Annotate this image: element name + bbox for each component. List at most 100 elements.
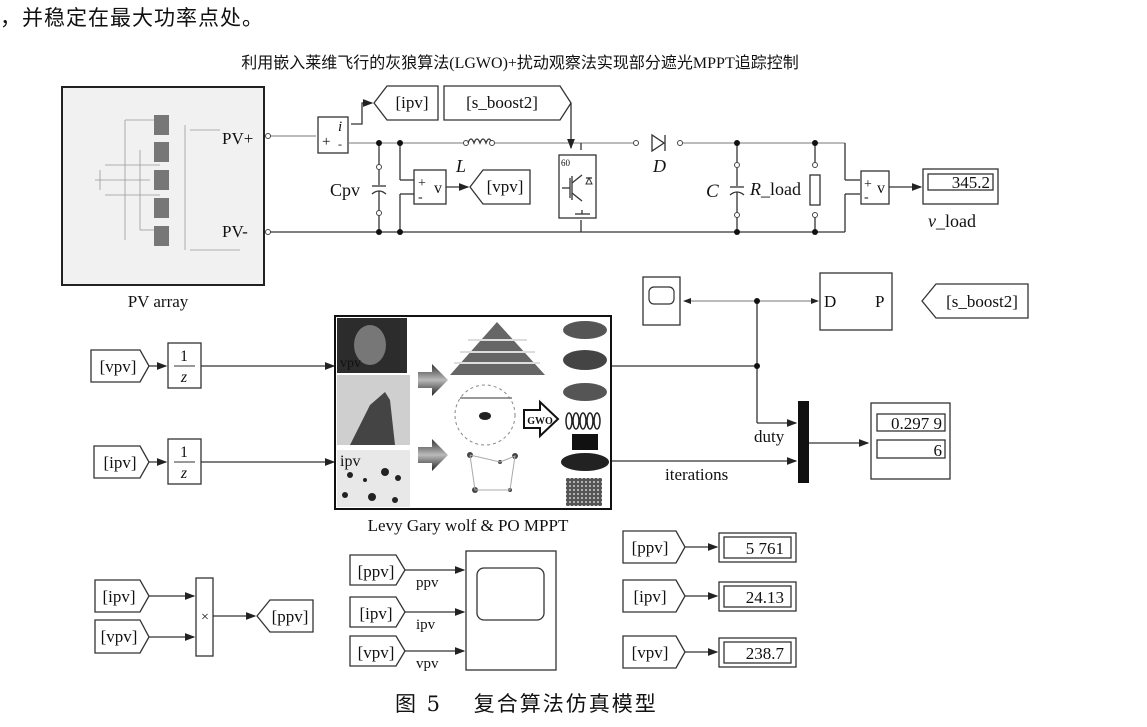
duty-scope[interactable] [642,276,681,326]
benchmark-plot-3 [563,383,607,401]
scope-signal-vpv: vpv [416,656,439,672]
pv-array-label: PV array [128,292,189,311]
mppt-input-vpv: vpv [340,356,361,371]
intro-text: ，并稳定在最大功率点处。 [0,6,264,30]
pv-array-internal-schematic [95,119,240,251]
encircle-diagram [454,384,516,446]
pv-module-2 [154,142,169,162]
vsensor-load-symbol: v [877,180,885,197]
capacitor-c[interactable] [729,162,745,218]
goto-vpv-tag[interactable]: [vpv] [469,169,531,205]
voltage-sensor-load[interactable]: + - v [860,170,890,205]
vsensor-pv-symbol: v [434,180,442,197]
scope-signal-ppv: ppv [416,575,439,591]
pv-minus-port-label: PV- [222,222,248,241]
product-block[interactable]: × [195,577,214,657]
mux-duty-label: duty [754,427,785,446]
goto-ppv-label: [ppv] [272,607,309,626]
current-sensor[interactable]: + i - [317,116,349,154]
pv-array-block[interactable]: PV+ PV- [61,86,265,286]
process-arrow-1 [418,364,448,396]
display-vpv-tag: [vpv] [632,643,669,662]
load-resistor[interactable] [809,162,821,218]
pwm-output-label: P [875,292,884,311]
load-resistor-label: R_load [749,179,801,199]
figure-title: 利用嵌入莱维飞行的灰狼算法(LGWO)+扰动观察法实现部分遮光MPPT追踪控制 [241,53,798,72]
welded-beam-icon [561,453,609,471]
goto-s-boost2-tag[interactable]: [s_boost2] [921,283,1029,319]
display-vpv-value: 238.7 [746,644,785,663]
delay-ipv-denominator: z [180,465,188,482]
display-ipv-tag: [ipv] [633,587,666,606]
spring-icon [565,412,601,430]
voltage-sensor-pv[interactable]: + - v [413,169,447,205]
from-s-boost2-label: [s_boost2] [466,93,538,112]
goto-ipv-tag[interactable]: [ipv] [373,85,439,121]
inductor-label: L [455,156,466,176]
display-duty-iterations[interactable]: 0.297 9 6 [870,402,951,480]
mux-iterations-label: iterations [665,465,728,484]
control-wiring [612,298,870,465]
power-wiring [265,133,860,235]
capacitor-cpv[interactable] [371,164,387,216]
from-ipv-label: [ipv] [103,453,136,472]
scope-input-vpv[interactable]: [vpv] [349,635,406,667]
mppt-input-ipv: ipv [340,453,360,470]
display-ppv-tag: [ppv] [632,538,669,557]
inductor-L[interactable] [463,138,495,146]
scope-input-vpv-tag: [vpv] [358,643,395,662]
pwm-input-label: D [824,292,836,311]
current-sensor-plus: + [322,134,330,150]
pv-scope[interactable] [465,550,557,671]
figure-caption: 图 5 复合算法仿真模型 [395,692,658,716]
scope-input-ipv[interactable]: [ipv] [349,596,406,628]
from-ipv-product-tag[interactable]: [ipv] [94,579,150,613]
diode-label: D [652,156,666,176]
from-vpv-tag[interactable]: [vpv] [90,349,150,383]
lgwo-po-mppt-block[interactable]: vpv ipv GWO [334,315,612,510]
display-ppv-row[interactable]: [ppv] 5 761 [622,530,797,564]
vsensor-pv-plus: + [418,176,426,191]
display-v-load-value: 345.2 [952,173,990,192]
goto-ppv-tag[interactable]: [ppv] [256,599,314,633]
track-marks [342,468,401,503]
pv-plus-port-label: PV+ [222,129,253,148]
mppt-block-label: Levy Gary wolf & PO MPPT [368,516,569,535]
from-ipv-tag[interactable]: [ipv] [93,445,150,479]
benchmark-plot-1 [563,321,607,339]
mux-bar[interactable] [798,401,809,483]
from-vpv-label: [vpv] [100,357,137,376]
goto-s-boost2-label: [s_boost2] [946,292,1018,311]
pv-module-4 [154,198,169,218]
unit-delay-ipv[interactable]: 1 z [167,438,202,485]
display-v-load-label: v_load [928,211,976,231]
capacitor-cpv-label: Cpv [330,180,360,200]
pv-module-3 [154,170,169,190]
diode-D[interactable] [633,133,683,153]
vsensor-load-minus: - [864,190,869,205]
display-duty-value: 0.297 9 [891,414,942,433]
scope-input-ppv-tag: [ppv] [358,562,395,581]
hierarchy-pyramid [450,322,545,375]
truss-grid-icon [566,478,602,506]
scope-input-ipv-tag: [ipv] [359,604,392,623]
pressure-vessel-icon [572,434,598,450]
display-v-load[interactable]: 345.2 [922,168,999,205]
igbt-switch[interactable]: 60 [558,154,597,219]
goto-ipv-label: [ipv] [395,93,428,112]
from-vpv-product-tag[interactable]: [vpv] [94,619,150,654]
scope-signal-ipv: ipv [416,617,436,633]
gwo-arrow [523,399,560,439]
from-s-boost2-tag[interactable]: [s_boost2] [443,85,572,121]
pwm-generator-block[interactable]: D P [819,272,893,331]
vsensor-pv-minus: - [418,190,423,205]
unit-delay-vpv[interactable]: 1 z [167,342,202,389]
display-ppv-value: 5 761 [746,539,784,558]
scope-input-ppv[interactable]: [ppv] [349,554,406,586]
display-ipv-row[interactable]: [ipv] 24.13 [622,579,797,613]
current-sensor-minus: - [338,137,342,151]
wolf-face [354,325,386,365]
delay-ipv-numerator: 1 [180,444,188,461]
goto-vpv-label: [vpv] [487,177,524,196]
display-vpv-row[interactable]: [vpv] 238.7 [622,635,797,669]
